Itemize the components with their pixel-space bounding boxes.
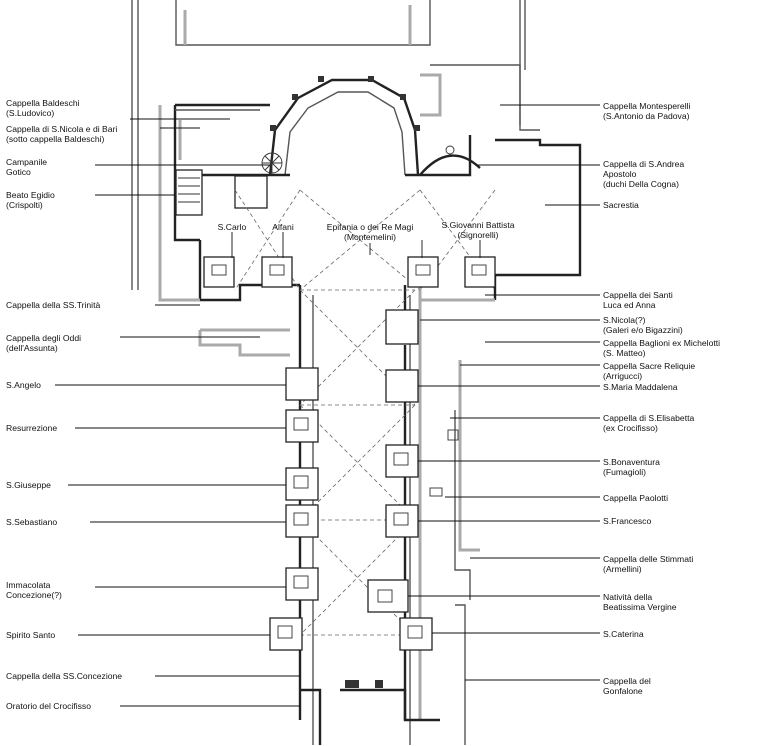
label-concezione: Cappella della SS.Concezione [6,671,123,681]
label-epifania: Epifania o dei Re Magi(Montemelini) [326,222,414,242]
label-egidio: Beato Egidio(Crispolti) [6,190,55,210]
transept [158,103,582,302]
label-sacrestia: Sacrestia [603,200,639,210]
label-montesperelli: Cappella Montesperelli(S.Antonio da Pado… [603,101,691,121]
leader-lines [55,104,600,707]
label-stimmati: Cappella delle Stimmati(Armellini) [603,554,694,574]
apse [268,76,420,176]
outer-walls [131,0,540,290]
label-resurrezione: Resurrezione [6,423,58,433]
label-angelo: S.Angelo [6,380,41,390]
label-reliquie: Cappella Sacre Reliquie(Arrigucci) [603,361,696,381]
label-francesco: S.Francesco [603,516,652,526]
label-bonaventura: S.Bonaventura(Fumagioli) [603,457,660,477]
label-caterina: S.Caterina [603,629,644,639]
label-trinita: Cappella della SS.Trinità [6,300,101,310]
label-baldeschi: Cappella Baldeschi(S.Ludovico) [6,98,80,118]
label-carlo: S.Carlo [217,222,247,232]
side-chapels [198,256,496,651]
label-elisabetta: Cappella di S.Elisabetta(ex Crocifisso) [603,413,695,433]
label-oddi: Cappella degli Oddi(dell'Assunta) [6,333,82,353]
label-maddalena: S.Maria Maddalena [603,382,678,392]
label-battista: S.Giovanni Battista(Signorelli) [441,220,515,240]
label-nicola-bari: Cappella di S.Nicola e di Bari(sotto cap… [6,124,118,144]
label-giuseppe: S.Giuseppe [6,480,51,490]
label-sebastiano: S.Sebastiano [6,517,58,527]
label-paolotti: Cappella Paolotti [603,493,668,503]
label-spirito: Spirito Santo [6,630,56,640]
label-alfani: Alfani [272,222,294,232]
label-baglioni: Cappella Baglioni ex Michelotti(S. Matte… [603,338,721,358]
label-nicola-galeri: S.Nicola(?)(Galeri e/o Bigazzini) [603,315,683,335]
label-oratorio: Oratorio del Crocifisso [6,701,92,711]
